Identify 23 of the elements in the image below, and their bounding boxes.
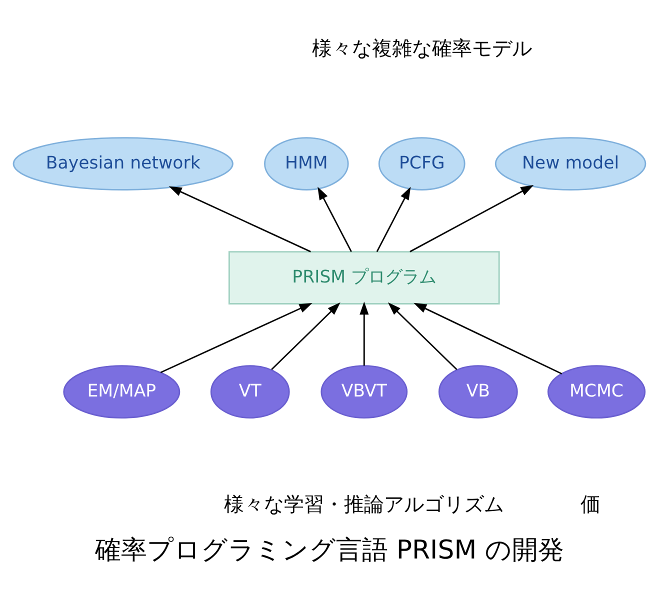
node-ellipse: EM/MAP xyxy=(63,364,180,418)
arrow xyxy=(414,302,562,374)
node-ellipse: VT xyxy=(210,364,290,418)
node-ellipse: Bayesian network xyxy=(12,136,234,190)
node-ellipse: MCMC xyxy=(547,364,646,418)
node-ellipse: VBVT xyxy=(320,364,408,418)
arrow xyxy=(360,301,369,366)
node-box: PRISM プログラム xyxy=(228,250,500,304)
arrow xyxy=(160,302,312,373)
label: 価 xyxy=(580,492,601,516)
node-ellipse: PCFG xyxy=(378,136,466,190)
arrow xyxy=(376,186,411,252)
node-ellipse: HMM xyxy=(264,136,349,190)
arrow xyxy=(318,186,352,252)
label: 様々な複雑な確率モデル xyxy=(312,36,532,60)
arrow xyxy=(410,184,534,252)
arrow xyxy=(388,302,458,370)
caption: 確率プログラミング言語 PRISM の開発 xyxy=(95,534,564,565)
node-ellipse: VB xyxy=(438,364,518,418)
arrow xyxy=(168,186,311,252)
arrow xyxy=(271,302,340,370)
label: 様々な学習・推論アルゴリズム xyxy=(224,492,504,516)
node-ellipse: New model xyxy=(494,136,646,190)
